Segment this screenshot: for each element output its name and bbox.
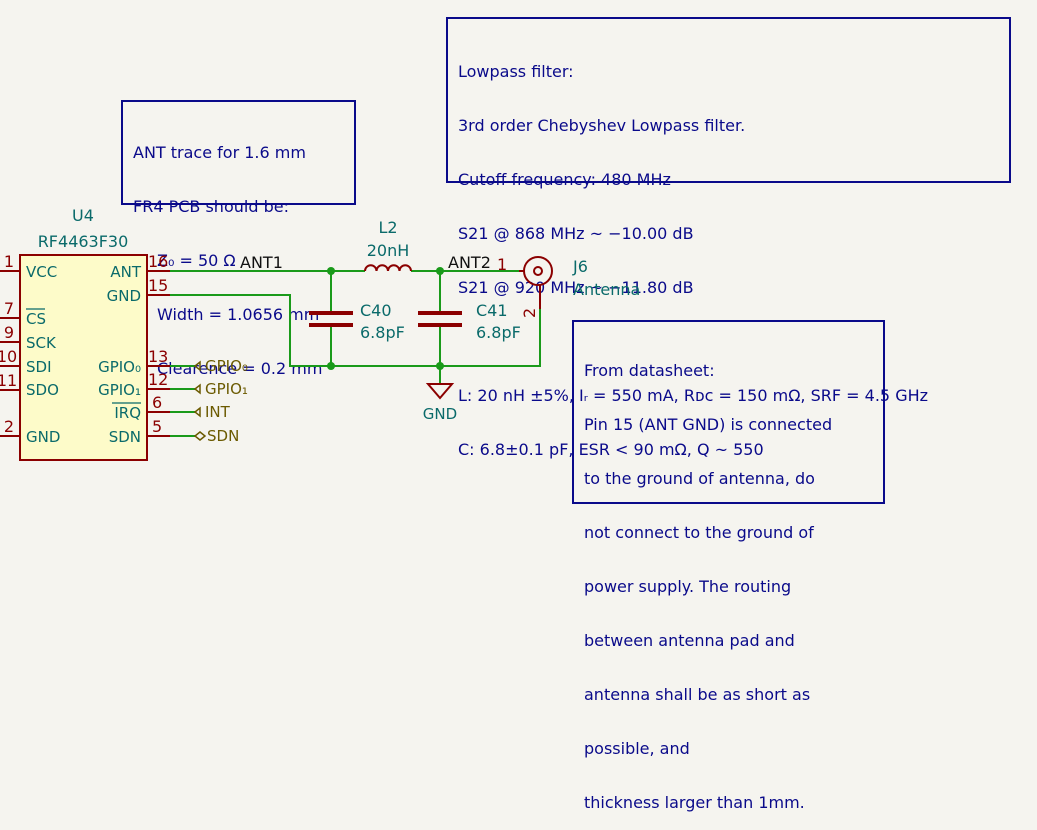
net-label-ant2: ANT2: [448, 253, 491, 272]
u4-right-pins: [147, 270, 170, 437]
j6-value: Antenna: [573, 280, 640, 299]
antenna-connector-center: [533, 266, 543, 276]
l2-value: 20nH: [367, 241, 410, 260]
u4-pin-name: SDN: [109, 428, 141, 446]
j6-ref: J6: [572, 257, 588, 276]
u4-value: RF4463F30: [38, 232, 129, 251]
u4-pin-name: GPIO₀: [98, 358, 141, 376]
u4-pin-num: 10: [0, 347, 17, 366]
global-label-shapes: [193, 360, 207, 441]
global-label-int: INT: [205, 403, 231, 421]
note-line: ANT trace for 1.6 mm: [133, 143, 306, 162]
c41-ref: C41: [476, 301, 508, 320]
u4-pin-num: 9: [4, 323, 14, 342]
u4-body: [19, 254, 148, 461]
u4-pin-name: CS: [26, 310, 46, 328]
capacitor-c41-symbol: [418, 311, 462, 327]
c40-value: 6.8pF: [360, 323, 405, 342]
u4-pin-num: 12: [148, 370, 168, 389]
j6-pin-num: 2: [520, 308, 539, 318]
note-line: to the ground of antenna, do: [584, 469, 815, 488]
u4-pin-name: GND: [26, 428, 60, 446]
c41-value: 6.8pF: [476, 323, 521, 342]
u4-pin-name: ANT: [110, 263, 141, 281]
global-label-gpio0: GPIO₀: [205, 357, 248, 375]
junctions: [327, 267, 444, 370]
gnd-symbol: [425, 383, 455, 400]
note-line: thickness larger than 1mm.: [584, 793, 805, 812]
note-line: S21 @ 868 MHz ~ −10.00 dB: [458, 224, 694, 243]
capacitor-c40-symbol: [309, 311, 353, 327]
u4-pin-num: 1: [4, 252, 14, 271]
antenna-connector-symbol: [523, 256, 553, 286]
filter-note: Lowpass filter: 3rd order Chebyshev Lowp…: [446, 17, 1011, 459]
wires: [170, 270, 541, 437]
u4-pin-name: GPIO₁: [98, 381, 141, 399]
u4-pin-num: 2: [4, 417, 14, 436]
c40-ref: C40: [360, 301, 392, 320]
note-line: antenna shall be as short as: [584, 685, 811, 704]
u4-pin-name: IRQ: [114, 404, 141, 422]
l2-ref: L2: [378, 218, 397, 237]
note-line: between antenna pad and: [584, 631, 795, 650]
u4-pin-num: 5: [152, 417, 162, 436]
note-line: Z₀ = 50 Ω: [157, 251, 236, 270]
note-line: From datasheet:: [584, 361, 715, 380]
u4-pin-num: 13: [148, 347, 168, 366]
u4-pin-num: 7: [4, 299, 14, 318]
inductor-l2-symbol: [364, 264, 412, 272]
u4-pin-name: SCK: [26, 334, 57, 352]
u4-pin-name: SDO: [26, 381, 59, 399]
u4-pin-num: 15: [148, 276, 168, 295]
gnd-label: GND: [423, 405, 457, 423]
note-line: Lowpass filter:: [458, 62, 574, 81]
u4-pin-name: SDI: [26, 358, 52, 376]
global-label-sdn: SDN: [207, 427, 239, 445]
trace-note: ANT trace for 1.6 mm FR4 PCB should be: …: [121, 100, 356, 378]
note-line: not connect to the ground of: [584, 523, 814, 542]
j6-pin-num: 1: [497, 255, 507, 274]
global-label-gpio1: GPIO₁: [205, 380, 248, 398]
u4-left-pins: [0, 270, 20, 437]
u4-pin-name: GND: [107, 287, 141, 305]
note-line: Cutoff frequency: 480 MHz: [458, 170, 671, 189]
note-line: Width = 1.0656 mm: [157, 305, 320, 324]
u4-pin-num: 16: [148, 252, 168, 271]
note-line: power supply. The routing: [584, 577, 792, 596]
u4-ref: U4: [72, 206, 94, 225]
note-line: Pin 15 (ANT GND) is connected: [584, 415, 833, 434]
note-line: possible, and: [584, 739, 690, 758]
u4-pin-num: 11: [0, 371, 17, 390]
schematic-canvas: U4 RF4463F30 1 7 9 10 11 2 VCC CS SCK SD…: [0, 206, 640, 461]
u4-pin-name: VCC: [26, 263, 57, 281]
note-line: S21 @ 920 MHz ~ −11.80 dB: [458, 278, 694, 297]
note-line: C: 6.8±0.1 pF, ESR < 90 mΩ, Q ~ 550: [458, 440, 764, 459]
net-label-ant1: ANT1: [240, 253, 283, 272]
u4-pin-num: 6: [152, 393, 162, 412]
note-line: FR4 PCB should be:: [133, 197, 289, 216]
note-line: 3rd order Chebyshev Lowpass filter.: [458, 116, 746, 135]
